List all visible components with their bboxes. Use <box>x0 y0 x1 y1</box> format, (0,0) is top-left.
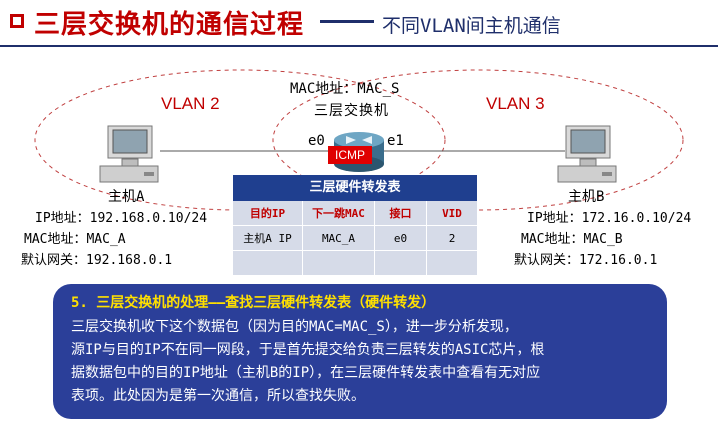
panel-line: 据数据包中的目的IP地址（主机B的IP），在三层硬件转发表中查看有无对应 <box>71 365 541 381</box>
switch-mac-label: MAC地址：MAC_S <box>290 81 400 97</box>
cell-next-hop-mac: MAC_A <box>303 226 375 251</box>
title-bullet-icon <box>10 14 24 28</box>
page-subtitle: 不同VLAN间主机通信 <box>382 15 561 37</box>
vlan3-boundary <box>272 69 684 211</box>
panel-line: 三层交换机收下这个数据包（因为目的MAC=MAC_S），进一步分析发现， <box>71 319 518 335</box>
cell-dest-ip <box>233 251 303 276</box>
panel-line: 源IP与目的IP不在同一网段，于是首先提交给负责三层转发的ASIC芯片，根 <box>71 342 545 358</box>
host-b-ip: IP地址：172.16.0.10/24 <box>527 211 692 226</box>
vlan-left-label: VLAN 2 <box>161 94 220 113</box>
col-vid: VID <box>427 201 477 226</box>
page-title: 三层交换机的通信过程 <box>34 10 305 40</box>
vlan-right-label: VLAN 3 <box>486 94 545 113</box>
col-dest-ip: 目的IP <box>233 201 303 226</box>
cell-next-hop-mac <box>303 251 375 276</box>
host-b-gateway: 默认网关：172.16.0.1 <box>514 253 658 268</box>
cell-interface <box>375 251 427 276</box>
host-b-name: 主机B <box>568 189 605 205</box>
icmp-packet-badge: ICMP <box>328 146 372 164</box>
cell-vid: 2 <box>427 226 477 251</box>
title-dash <box>320 20 374 23</box>
computer-icon <box>557 125 617 183</box>
computer-icon <box>99 125 159 183</box>
host-a-gateway: 默认网关：192.168.0.1 <box>21 253 173 268</box>
table-title: 三层硬件转发表 <box>233 175 477 201</box>
explanation-panel: 5. 三层交换机的处理——查找三层硬件转发表（硬件转发） 三层交换机收下这个数据… <box>53 284 667 419</box>
host-a-mac: MAC地址：MAC_A <box>24 232 126 247</box>
title-divider <box>0 45 718 47</box>
panel-line: 表项。此处因为是第一次通信，所以查找失败。 <box>71 388 365 404</box>
table-header-row: 目的IP 下一跳MAC 接口 VID <box>233 201 477 226</box>
host-a-name: 主机A <box>108 189 145 205</box>
col-next-hop-mac: 下一跳MAC <box>303 201 375 226</box>
vlan2-boundary <box>34 69 446 211</box>
title-bar: 三层交换机的通信过程 不同VLAN间主机通信 <box>0 0 718 50</box>
col-interface: 接口 <box>375 201 427 226</box>
host-a-ip: IP地址：192.168.0.10/24 <box>35 211 208 226</box>
port-e1-label: e1 <box>387 133 404 149</box>
table-row: 主机A IP MAC_A e0 2 <box>233 226 477 251</box>
l3-forwarding-table: 三层硬件转发表 目的IP 下一跳MAC 接口 VID 主机A IP MAC_A … <box>233 175 477 276</box>
panel-heading: 5. 三层交换机的处理——查找三层硬件转发表（硬件转发） <box>71 295 436 311</box>
port-e0-label: e0 <box>308 133 325 149</box>
cell-vid <box>427 251 477 276</box>
host-b-mac: MAC地址：MAC_B <box>521 232 623 247</box>
cell-dest-ip: 主机A IP <box>233 226 303 251</box>
switch-name: 三层交换机 <box>314 103 389 119</box>
cell-interface: e0 <box>375 226 427 251</box>
table-row <box>233 251 477 276</box>
